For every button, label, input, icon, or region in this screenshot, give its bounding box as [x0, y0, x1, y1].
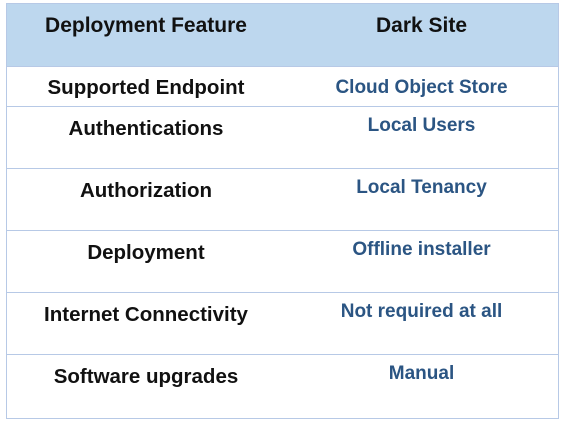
feature-label: Deployment — [87, 241, 205, 264]
feature-value: Manual — [388, 363, 455, 384]
table-row: Authentications Local Users — [7, 107, 558, 169]
feature-label: Authentications — [68, 117, 224, 140]
table-row: Deployment Offline installer — [7, 231, 558, 293]
table-row: Software upgrades Manual — [7, 355, 558, 417]
deployment-comparison-table: Deployment Feature Dark Site Supported E… — [6, 3, 559, 419]
feature-label: Supported Endpoint — [47, 75, 245, 99]
feature-label: Authorization — [79, 179, 213, 202]
column-header-feature: Deployment Feature — [45, 14, 247, 37]
feature-label: Internet Connectivity — [44, 303, 248, 326]
feature-value: Not required at all — [340, 301, 503, 322]
column-header-dark-site: Dark Site — [375, 14, 468, 37]
feature-value: Offline installer — [352, 239, 491, 260]
feature-value: Local Users — [367, 115, 476, 136]
table-row: Internet Connectivity Not required at al… — [7, 293, 558, 355]
feature-label: Software upgrades — [53, 365, 239, 388]
table-row: Supported Endpoint Cloud Object Store — [7, 67, 558, 107]
feature-value: Local Tenancy — [356, 177, 487, 198]
feature-value: Cloud Object Store — [335, 76, 508, 98]
table-header-row: Deployment Feature Dark Site — [7, 4, 558, 67]
table-row: Authorization Local Tenancy — [7, 169, 558, 231]
